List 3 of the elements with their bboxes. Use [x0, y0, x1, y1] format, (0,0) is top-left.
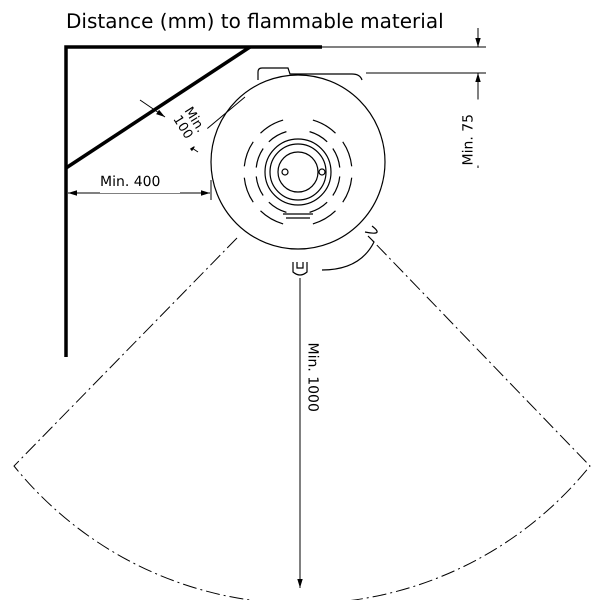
dimension-label: Min. 400	[100, 172, 180, 193]
dimension-label: Min. 75	[458, 100, 480, 166]
title: Distance (mm) to flammable material	[66, 8, 444, 35]
